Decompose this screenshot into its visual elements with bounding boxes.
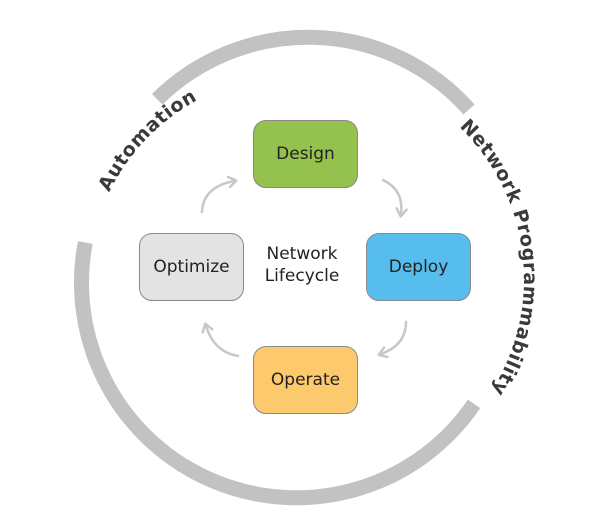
automation-label: Automation xyxy=(94,85,200,195)
stage-optimize: Optimize xyxy=(139,233,244,301)
arrow-design-to-deploy xyxy=(381,178,408,218)
stage-operate: Operate xyxy=(253,346,358,414)
ring-segment-bottom xyxy=(74,241,481,506)
arrow-operate-to-optimize xyxy=(201,322,240,358)
stage-design: Design xyxy=(253,120,358,188)
center-label: Network Lifecycle xyxy=(247,243,357,287)
stage-deploy: Deploy xyxy=(366,233,471,301)
stage-deploy-label: Deploy xyxy=(388,257,449,277)
ring-segment-top xyxy=(151,29,475,115)
arrow-deploy-to-operate xyxy=(377,320,408,359)
center-label-line1: Network xyxy=(266,244,338,264)
stage-design-label: Design xyxy=(276,144,335,164)
arrow-optimize-to-design xyxy=(200,175,238,214)
center-label-line2: Lifecycle xyxy=(264,266,340,286)
stage-optimize-label: Optimize xyxy=(153,257,230,277)
stage-operate-label: Operate xyxy=(270,370,341,390)
